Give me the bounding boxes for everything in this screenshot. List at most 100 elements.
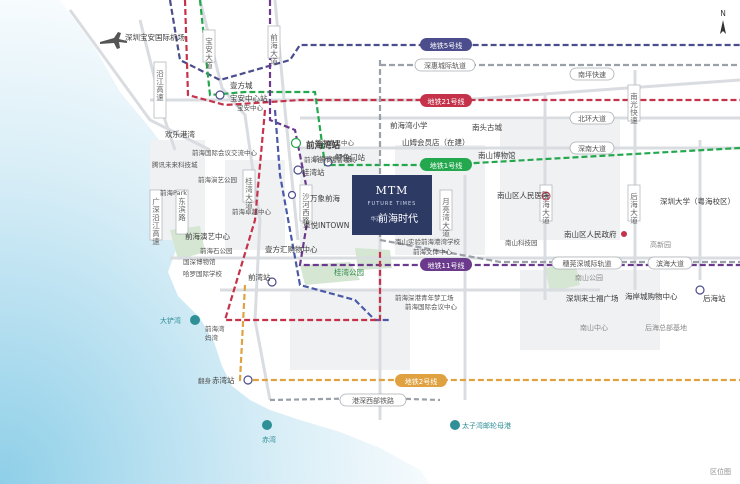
road-yueliang: 月亮湾大道 — [442, 197, 450, 238]
line-5 — [168, 0, 740, 82]
compass-icon: N — [720, 9, 726, 34]
sea-area — [0, 0, 430, 484]
poi-sams: 山姆会员店（在建） — [402, 137, 470, 147]
project-marker: MTM FUTURE TIMES 华润 前海时代 — [352, 175, 432, 235]
svg-text:N: N — [720, 9, 726, 18]
line-red-south — [223, 109, 382, 322]
poi-intl-conf: 前海国际会议中心 — [405, 302, 458, 311]
rail-label-suiguan-text: 穗莞深城际轨道 — [563, 259, 612, 268]
line-label-21: 地铁21号线 — [420, 94, 472, 107]
rail-label-gangshen-text: 港深西部铁路 — [352, 396, 394, 405]
poi-cruise-port: 太子湾邮轮母港 — [462, 421, 511, 430]
line-label-11: 地铁11号线 — [420, 258, 472, 271]
road-network — [68, 0, 740, 420]
station-houhai — [695, 285, 705, 295]
poi-mawan: 妈湾 — [205, 333, 219, 342]
project-logo: MTM — [376, 184, 409, 197]
road-label-beihuan — [569, 111, 615, 125]
poi-admin: 前海合作区管理局 — [304, 155, 356, 164]
road-box-yanjiang — [149, 189, 163, 241]
rail-label-shenhui-text: 深惠城际轨道 — [424, 61, 466, 70]
poi-joy-plaza: 前海欢乐广场 — [313, 154, 353, 163]
airport-icon — [100, 32, 127, 49]
rail-label-shenhui — [414, 58, 476, 72]
road-label-nanping-text: 南坪快速 — [578, 70, 606, 79]
station-chiwan — [243, 375, 253, 385]
poi-dachan-bay: 大铲湾 — [160, 316, 181, 325]
label-chiwan-station: 赤湾站 — [212, 375, 235, 385]
label-guiwan-station: 桂湾站 — [302, 167, 325, 177]
poi-labels: 深圳宝安国际机场 壹方城 欢乐港湾 前海国际会议交流中心 前海深港青年梦工场 腾… — [125, 32, 735, 444]
line-12 — [273, 109, 390, 322]
poi-zhuoyue: 前海卓越中心 — [232, 207, 272, 216]
poi-museum: 国深博物馆 — [183, 257, 216, 266]
poi-conf-center: 前海国际会议交流中心 — [192, 148, 258, 157]
road-nanhai: 南海大道 — [542, 191, 550, 225]
poi-airport: 深圳宝安国际机场 — [125, 32, 185, 42]
poi-yanyi-park: 前海演艺公园 — [198, 175, 237, 184]
line-label-5: 地铁5号线 — [420, 38, 472, 51]
poi-harrow: 哈罗国际学校 — [183, 269, 223, 278]
road-yanjiang: 广深沿江高速 — [152, 196, 160, 246]
rail-line-2 — [378, 60, 740, 264]
poi-laishifu: 深圳来士福广场 — [566, 293, 619, 303]
poi-coastal-city: 海岸城购物中心 — [625, 291, 678, 301]
watermark: 区位图 — [710, 467, 731, 476]
poi-nanshan-center: 南山中心 — [580, 323, 608, 332]
gov-icon — [621, 231, 627, 237]
label-baoan-station: 宝安中心站 — [230, 93, 268, 103]
svg-text:地铁11号线: 地铁11号线 — [428, 261, 465, 270]
poi-district-gov: 南山区人民政府 — [564, 229, 617, 239]
label-qianwan-station: 前湾站 — [248, 272, 271, 282]
svg-text:地铁5号线: 地铁5号线 — [430, 41, 462, 50]
poi-yifanghui: 壹方汇购物中心 — [265, 244, 318, 254]
poi-school-qianhaiwan: 前海湾小学 — [390, 120, 428, 130]
project-subtitle: FUTURE TIMES — [368, 201, 417, 207]
road-box-baoan — [202, 29, 216, 63]
road-box-qianhai — [267, 25, 281, 59]
rail-label-gangshen — [339, 393, 407, 407]
anchor-icon-3 — [450, 420, 460, 430]
poi-nanshan-park: 南山公园 — [575, 273, 603, 282]
poi-nantou: 南头古城 — [472, 122, 502, 132]
road-box-guangshen — [175, 189, 189, 235]
road-guangshen: 东滨路 — [178, 196, 186, 222]
poi-szu: 深圳大学（粤海校区） — [660, 196, 735, 206]
poi-guiwan-park: 桂湾公园 — [334, 267, 364, 277]
road-qianhai: 前海大道 — [270, 32, 278, 66]
road-box-houhai — [627, 184, 641, 222]
road-box-xixiang — [153, 61, 167, 119]
road-label-shennan — [569, 141, 615, 155]
station-fanshen — [287, 190, 297, 200]
road-xixiang: 沿江高速 — [156, 69, 164, 102]
road-houhai: 后海大道 — [630, 191, 638, 225]
anchor-icon — [190, 315, 200, 325]
road-box-nanhai — [539, 184, 553, 222]
poi-qianhai-park: 前海Park — [160, 188, 187, 197]
park-areas — [170, 226, 580, 292]
poi-houhai-hq: 后海总部基地 — [645, 323, 687, 332]
poi-yanyi-center: 前海演艺中心 — [185, 231, 230, 241]
road-guiwan: 桂湾大道 — [245, 176, 253, 210]
label-houhai-station: 后海站 — [703, 293, 726, 303]
station-markers — [215, 90, 705, 385]
svg-text:地铁1号线: 地铁1号线 — [430, 161, 462, 170]
road-box-guiwan — [242, 169, 256, 203]
road-box-yueliang — [439, 189, 453, 231]
label-fanshen-station: 翻身 — [198, 376, 212, 385]
road-label-beihuan-text: 北环大道 — [578, 114, 606, 123]
project-prefix: 华润 — [370, 215, 382, 223]
svg-text:地铁2号线: 地铁2号线 — [405, 377, 437, 386]
label-qianhaiwan-station: 前海湾站 — [306, 140, 341, 151]
line-label-1: 地铁1号线 — [420, 158, 472, 171]
project-name: 前海时代 — [378, 212, 418, 225]
road-label-binhai — [647, 256, 693, 270]
station-qianhaiwan — [290, 137, 302, 149]
poi-huanle-harbor: 欢乐港湾 — [165, 129, 195, 139]
line-label-2: 地铁2号线 — [395, 374, 447, 387]
road-box-shahe — [299, 184, 313, 222]
road-baoan: 宝安大道 — [205, 36, 213, 70]
vertical-road-labels: 宝安大道 前海大道 桂湾大道 月亮湾大道 沙河西路 南光快速 后海大道 南海大道… — [152, 32, 638, 246]
